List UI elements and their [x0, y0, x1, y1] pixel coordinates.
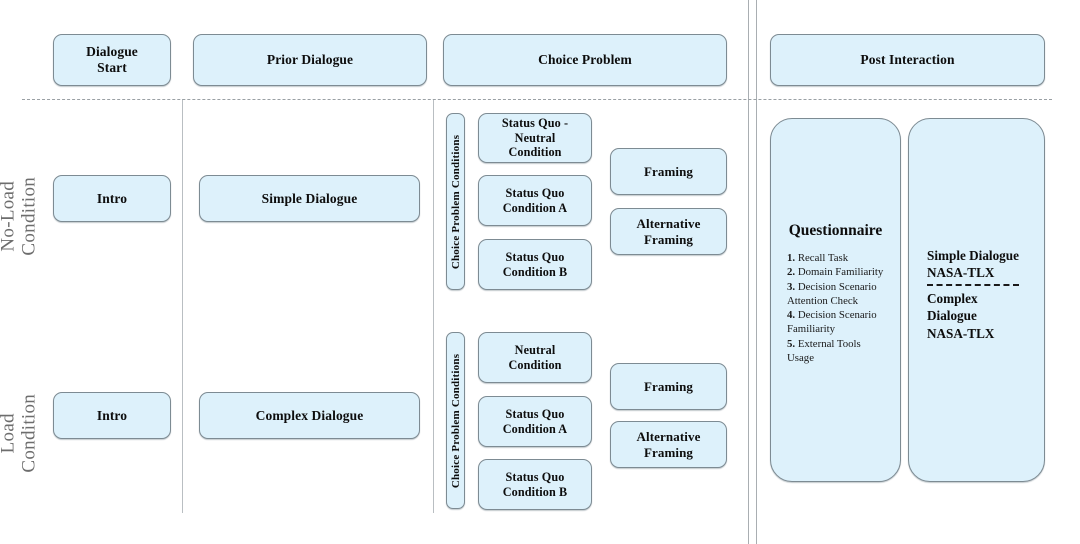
questionnaire-item-0-num: 1.	[787, 252, 796, 264]
divider-column-2	[433, 99, 434, 513]
questionnaire-item-list: 1. Recall Task 2. Domain Familiarity 3. …	[771, 251, 900, 365]
header-choice-problem: Choice Problem	[443, 34, 727, 86]
workload-simple-line1: Simple Dialogue	[927, 248, 1019, 263]
workload-content: Simple Dialogue NASA-TLX Complex Dialogu…	[909, 247, 1044, 342]
row-label-no-load-line1: No-Load	[0, 180, 19, 252]
questionnaire-content: Questionnaire 1. Recall Task 2. Domain F…	[771, 222, 900, 365]
row2-condition-0-line2: Condition	[508, 357, 562, 372]
workload-separator	[927, 284, 1019, 287]
workload-complex-line2: Dialogue	[927, 308, 977, 324]
row1-condition-1-label: Status Quo Condition A	[499, 186, 571, 215]
row-label-load-line1: Load	[0, 413, 19, 454]
row2-conditions-tag-label: Choice Problem Conditions	[449, 353, 462, 488]
row1-framing-box: Framing	[610, 148, 727, 195]
row2-alternative-framing-box: Alternative Framing	[610, 421, 727, 468]
questionnaire-panel: Questionnaire 1. Recall Task 2. Domain F…	[770, 118, 901, 482]
header-post-interaction-label: Post Interaction	[860, 52, 955, 68]
list-item: 2. Domain Familiarity	[787, 265, 890, 279]
row1-alt-framing-line1: Alternative	[636, 216, 701, 232]
row2-condition-0: Neutral Condition	[478, 332, 592, 383]
row1-condition-0: Status Quo - Neutral Condition	[478, 113, 592, 163]
row2-condition-1-line1: Status Quo	[505, 407, 565, 422]
row2-condition-0-label: Neutral Condition	[504, 343, 565, 372]
row1-alternative-framing-box: Alternative Framing	[610, 208, 727, 255]
row-label-no-load-line2: Condition	[19, 176, 40, 256]
list-item: 4. Decision Scenario Familiarity	[787, 308, 890, 337]
row1-condition-0-line3: Condition	[508, 145, 562, 160]
header-dialogue-start-line1: Dialogue	[86, 44, 138, 60]
questionnaire-item-0-text: Recall Task	[797, 252, 849, 264]
questionnaire-item-3-text: Decision Scenario Familiarity	[787, 309, 877, 336]
row2-intro-label: Intro	[96, 407, 128, 423]
list-item: 1. Recall Task	[787, 251, 890, 265]
row1-alternative-framing-label: Alternative Framing	[633, 216, 705, 247]
questionnaire-item-4-num: 5.	[787, 337, 796, 350]
row-label-no-load-rot: No-Load Condition	[0, 171, 40, 261]
header-prior-dialogue-label: Prior Dialogue	[266, 52, 354, 68]
row1-condition-1-line1: Status Quo	[505, 186, 565, 201]
row2-alt-framing-line1: Alternative	[636, 429, 701, 445]
header-choice-problem-label: Choice Problem	[538, 52, 632, 68]
divider-column-3	[748, 0, 749, 544]
row2-intro-box: Intro	[53, 392, 171, 439]
row2-alt-framing-line2: Framing	[643, 444, 694, 460]
row2-choice-problem-conditions-tag: Choice Problem Conditions	[446, 332, 465, 509]
divider-header-row	[22, 99, 1052, 100]
row2-framing-box: Framing	[610, 363, 727, 410]
header-prior-dialogue: Prior Dialogue	[193, 34, 427, 86]
row1-condition-0-label: Status Quo - Neutral Condition	[498, 116, 572, 159]
questionnaire-item-2-num: 3.	[787, 280, 796, 293]
workload-complex-block: Complex Dialogue NASA-TLX	[927, 290, 1044, 341]
divider-column-1	[182, 99, 183, 513]
row2-condition-1-line2: Condition A	[502, 421, 568, 436]
questionnaire-item-1-num: 2.	[787, 266, 796, 279]
row2-condition-1-label: Status Quo Condition A	[499, 407, 571, 436]
row1-condition-2: Status Quo Condition B	[478, 239, 592, 290]
workload-complex-line3: NASA-TLX	[927, 325, 995, 341]
row1-dialogue-label: Simple Dialogue	[261, 190, 358, 206]
row2-dialogue-box: Complex Dialogue	[199, 392, 420, 439]
row2-condition-1: Status Quo Condition A	[478, 396, 592, 447]
header-post-interaction: Post Interaction	[770, 34, 1045, 86]
row2-condition-2-line2: Condition B	[502, 484, 568, 499]
questionnaire-item-3-num: 4.	[787, 309, 796, 321]
row1-condition-1: Status Quo Condition A	[478, 175, 592, 226]
row1-conditions-tag-label: Choice Problem Conditions	[449, 134, 462, 269]
row-label-load-rot: Load Condition	[0, 388, 40, 478]
workload-complex-line1: Complex	[927, 291, 978, 307]
header-dialogue-start: Dialogue Start	[53, 34, 171, 86]
row2-alternative-framing-label: Alternative Framing	[633, 429, 705, 460]
row2-condition-2: Status Quo Condition B	[478, 459, 592, 510]
list-item: 3. Decision Scenario Attention Check	[787, 280, 890, 309]
header-dialogue-start-line2: Start	[97, 60, 127, 75]
questionnaire-title: Questionnaire	[788, 222, 883, 239]
row2-condition-2-label: Status Quo Condition B	[499, 470, 571, 499]
questionnaire-item-2-text: Decision Scenario Attention Check	[787, 280, 877, 307]
row1-condition-1-line2: Condition A	[502, 200, 568, 215]
row2-condition-2-line1: Status Quo	[505, 470, 565, 485]
row1-condition-2-line1: Status Quo	[505, 250, 565, 265]
row1-framing-label: Framing	[643, 163, 694, 179]
row1-intro-box: Intro	[53, 175, 171, 222]
divider-column-3b	[756, 0, 757, 544]
row1-condition-0-line1: Status Quo -	[501, 116, 569, 131]
row-label-load-line2: Condition	[19, 393, 40, 473]
row1-alt-framing-line2: Framing	[643, 231, 694, 247]
row1-condition-2-line2: Condition B	[502, 264, 568, 279]
questionnaire-item-1-text: Domain Familiarity	[797, 266, 884, 279]
row1-dialogue-box: Simple Dialogue	[199, 175, 420, 222]
row1-condition-2-label: Status Quo Condition B	[499, 250, 571, 279]
list-item: 5. External Tools Usage	[787, 337, 890, 366]
row2-dialogue-label: Complex Dialogue	[255, 407, 364, 423]
row1-choice-problem-conditions-tag: Choice Problem Conditions	[446, 113, 465, 290]
row1-intro-label: Intro	[96, 190, 128, 206]
workload-simple-line2: NASA-TLX	[927, 265, 995, 281]
row1-condition-0-line2: Neutral	[514, 130, 556, 145]
workload-simple-block: Simple Dialogue NASA-TLX	[927, 247, 1044, 281]
questionnaire-item-4-text: External Tools Usage	[787, 337, 861, 364]
row2-framing-label: Framing	[643, 378, 694, 394]
workload-panel: Simple Dialogue NASA-TLX Complex Dialogu…	[908, 118, 1045, 482]
row2-condition-0-line1: Neutral	[514, 343, 556, 358]
header-dialogue-start-label: Dialogue Start	[82, 44, 142, 76]
